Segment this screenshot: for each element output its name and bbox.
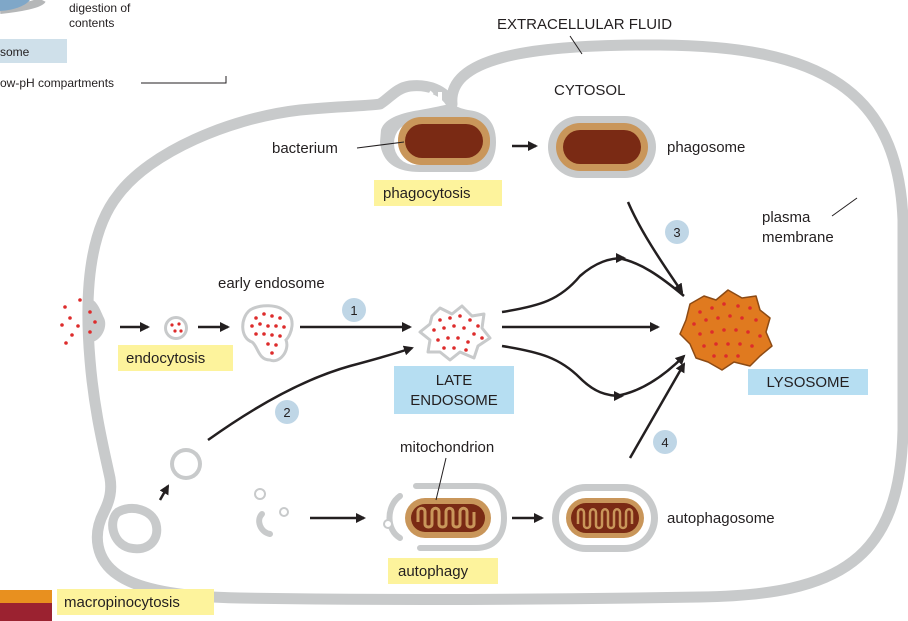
pathway-3-number: 3 bbox=[673, 225, 680, 240]
pathway-4-marker bbox=[653, 430, 677, 454]
late-endosome-highlight bbox=[394, 366, 514, 414]
isolation-membrane-right bbox=[413, 483, 508, 551]
endocytosis-highlight bbox=[118, 345, 233, 371]
autophagy-membrane-fragment bbox=[256, 511, 273, 537]
late-endosome-label-line2: ENDOSOME bbox=[410, 392, 498, 409]
phagocytosis-highlight bbox=[374, 180, 502, 206]
bacterium-leader bbox=[356, 141, 405, 149]
plasma-membrane-label-line2: membrane bbox=[762, 229, 834, 246]
macropinosome-lumen bbox=[174, 452, 198, 476]
macropinocytosis-label: macropinocytosis bbox=[64, 594, 180, 611]
bacterium-label: bacterium bbox=[272, 140, 338, 157]
late-to-lysosome-arrow-upper bbox=[501, 253, 626, 314]
phagocytosis-label: phagocytosis bbox=[383, 185, 471, 202]
pathway-1-number: 1 bbox=[350, 303, 357, 318]
mitochondrion bbox=[405, 498, 491, 538]
early-endosome bbox=[241, 304, 294, 363]
endocytosis-label: endocytosis bbox=[126, 350, 205, 367]
plasma-membrane bbox=[82, 39, 908, 605]
autophagy-label: autophagy bbox=[398, 563, 469, 580]
late-endosome bbox=[418, 304, 492, 362]
legend-fragment: digestion of contents some ow-pH compart… bbox=[0, 0, 227, 90]
late-to-lysosome-arrow-lower bbox=[501, 344, 624, 401]
autophagosome bbox=[552, 484, 658, 552]
mitochondrion-leader bbox=[435, 457, 447, 501]
bacterium-body bbox=[405, 124, 483, 158]
digestion-label-line1: digestion of bbox=[69, 1, 131, 15]
legend-swatch bbox=[0, 39, 67, 63]
phagosome bbox=[548, 116, 656, 178]
autophagy-debris-2 bbox=[279, 507, 289, 517]
macropinocytosis-arrow bbox=[158, 484, 170, 501]
legend-vesicle-fill bbox=[0, 0, 30, 11]
lysosome-highlight bbox=[748, 369, 868, 395]
legend-low-ph-label: ow-pH compartments bbox=[0, 76, 114, 90]
pathway-2-marker bbox=[275, 400, 299, 424]
lysosome bbox=[679, 289, 773, 371]
early-endosome-label: early endosome bbox=[218, 275, 325, 292]
corner-bar-orange bbox=[0, 590, 52, 603]
macropinocytic-cup bbox=[108, 504, 162, 554]
digestion-label-line2: contents bbox=[69, 16, 114, 30]
lysosome-label: LYSOSOME bbox=[766, 374, 849, 391]
pathway-3-arrow bbox=[626, 201, 684, 294]
autophagosome-label: autophagosome bbox=[667, 510, 775, 527]
pathway-2-number: 2 bbox=[283, 405, 290, 420]
macropinocytosis-highlight bbox=[57, 589, 214, 615]
autophagy-highlight bbox=[388, 558, 498, 584]
pathway-2-arrow bbox=[207, 345, 414, 442]
pathway-3-marker bbox=[665, 220, 689, 244]
late-endosome-label-line1: LATE bbox=[436, 372, 472, 389]
mitochondrion-label: mitochondrion bbox=[400, 439, 494, 456]
isolation-membrane-left bbox=[386, 493, 403, 541]
plasma-membrane-label-line1: plasma bbox=[762, 209, 811, 226]
upper-arrow-continuation bbox=[617, 256, 685, 297]
extracellular-leader bbox=[569, 35, 583, 55]
autophagy-debris-1 bbox=[254, 488, 266, 500]
endocytic-pit bbox=[60, 298, 106, 345]
endocytic-vesicle bbox=[164, 316, 188, 340]
phagosome-label: phagosome bbox=[667, 139, 745, 156]
legend-some-label: some bbox=[0, 45, 30, 59]
phagocytic-cup bbox=[428, 90, 442, 104]
cytosol-label: CYTOSOL bbox=[554, 82, 625, 99]
pathway-4-number: 4 bbox=[661, 435, 668, 450]
extracellular-fluid-label: EXTRACELLULAR FLUID bbox=[497, 16, 672, 33]
corner-bar-red bbox=[0, 603, 52, 621]
plasma-membrane-leader bbox=[831, 197, 858, 217]
legend-bracket-line bbox=[141, 76, 227, 84]
pathway-4-arrow bbox=[628, 362, 686, 459]
autophagy-debris-3 bbox=[383, 519, 393, 529]
pathway-1-marker bbox=[342, 298, 366, 322]
